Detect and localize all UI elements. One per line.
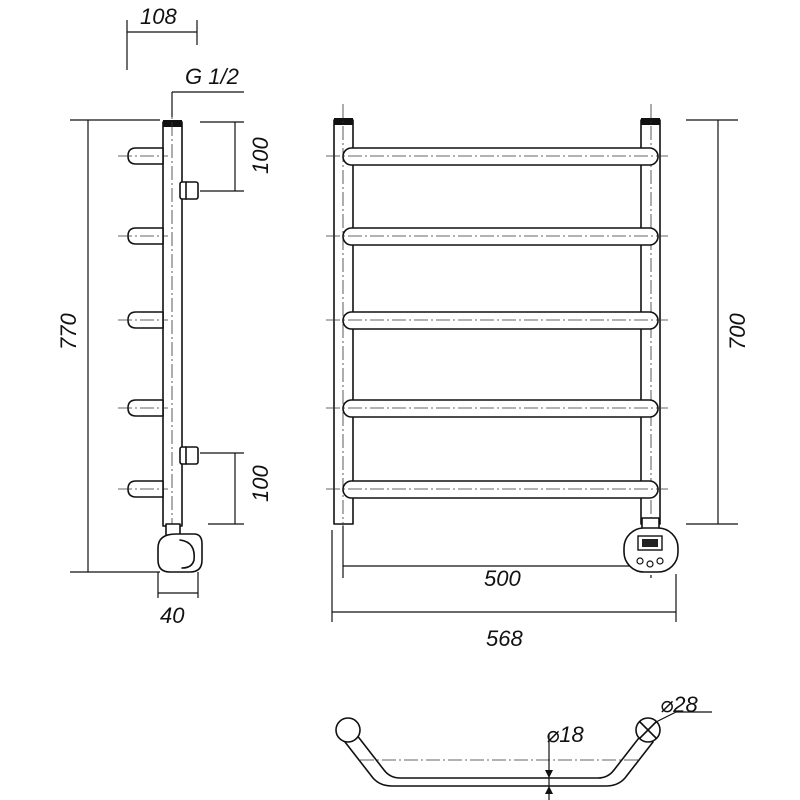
dimension-connection-thread: G 1/2 xyxy=(171,64,244,117)
side-view-post-cap xyxy=(163,120,182,127)
dim-100-top-text: 100 xyxy=(248,137,273,174)
heater-control-button xyxy=(656,557,664,565)
heater-control-button xyxy=(636,557,644,565)
dimension-connector-spacing-top: 100 xyxy=(200,121,273,192)
dimension-connector-spacing-bottom: 100 xyxy=(200,452,273,525)
dim-d28-text: ⌀28 xyxy=(660,692,698,717)
dimension-overall-width: 568 xyxy=(331,530,677,651)
front-view: 700 500 568 xyxy=(326,104,750,651)
front-view-heater xyxy=(623,517,679,573)
dimension-center-distance: 500 xyxy=(342,526,652,591)
side-view-rung-stubs xyxy=(118,147,168,498)
dimension-heater-depth: 40 xyxy=(157,572,199,628)
top-view-rung-outer xyxy=(355,733,643,779)
top-view-left-post xyxy=(335,717,361,743)
dimension-rung-diameter: ⌀18 xyxy=(545,722,584,800)
connector-bottom xyxy=(179,446,199,465)
rung xyxy=(326,480,668,499)
rung xyxy=(326,311,668,330)
top-view: ⌀18 ⌀28 xyxy=(335,692,712,800)
dim-d18-text: ⌀18 xyxy=(546,722,584,747)
connector-top xyxy=(179,181,199,200)
dim-500-text: 500 xyxy=(484,566,521,591)
dim-108-text: 108 xyxy=(140,4,177,29)
rung xyxy=(326,147,668,166)
rung-stub xyxy=(118,480,168,498)
rung-stub xyxy=(118,147,168,165)
dim-g12-text: G 1/2 xyxy=(185,64,239,89)
side-view: 108 G 1/2 770 100 100 xyxy=(56,4,273,628)
top-view-rung-inner xyxy=(344,741,654,787)
dimension-depth-total: 108 xyxy=(126,4,198,70)
side-view-connectors xyxy=(179,181,199,465)
rung xyxy=(326,227,668,246)
dim-770-text: 770 xyxy=(56,313,81,350)
rung-stub xyxy=(118,399,168,417)
rung-stub xyxy=(118,311,168,329)
rung-stub xyxy=(118,227,168,245)
rung xyxy=(326,399,668,418)
dimension-center-height: 700 xyxy=(686,119,750,525)
side-view-heater xyxy=(157,523,203,573)
side-view-post xyxy=(162,121,183,527)
front-view-rungs xyxy=(326,147,668,499)
dim-700-text: 700 xyxy=(725,313,750,350)
dimension-post-diameter: ⌀28 xyxy=(655,692,712,723)
dim-568-text: 568 xyxy=(486,626,523,651)
dim-100-bottom-text: 100 xyxy=(248,465,273,502)
dimension-overall-height: 770 xyxy=(56,119,160,573)
dim-40-text: 40 xyxy=(160,603,185,628)
heater-control-button xyxy=(646,560,654,568)
